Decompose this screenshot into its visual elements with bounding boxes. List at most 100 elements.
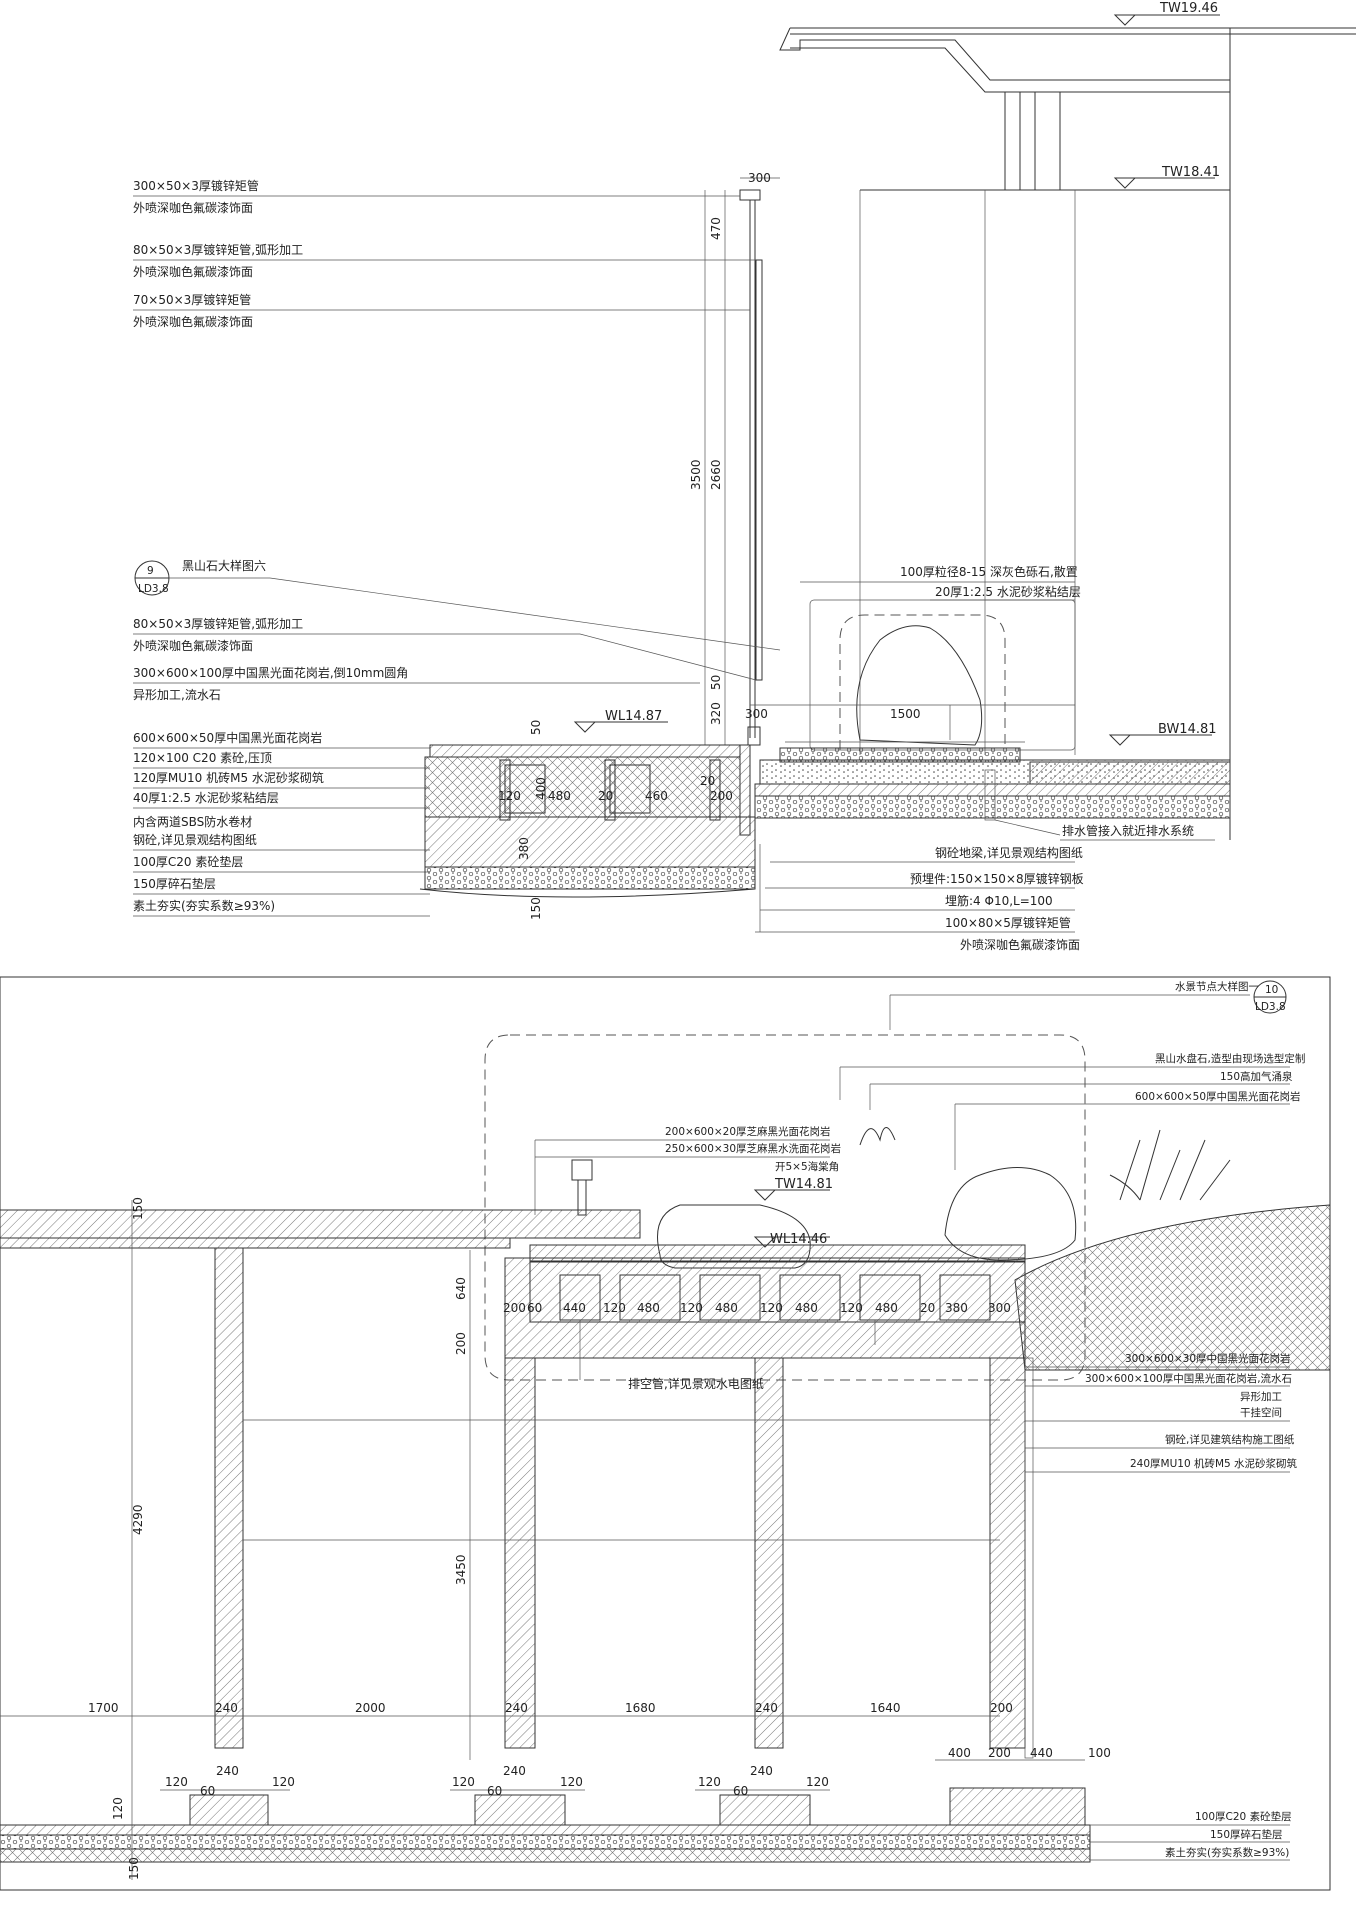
grass-icon	[1109, 1129, 1231, 1201]
dim-2660: 2660	[709, 459, 723, 490]
dim-3500: 3500	[689, 459, 703, 490]
notes-base: 100厚C20 素砼垫层 150厚碎石垫层 素土夯实(夯实系数≥93%)	[1090, 1810, 1292, 1861]
svg-text:内含两道SBS防水卷材: 内含两道SBS防水卷材	[133, 814, 252, 829]
svg-text:100厚粒径8-15 深灰色砾石,散置: 100厚粒径8-15 深灰色砾石,散置	[900, 564, 1078, 579]
detail-boundary	[484, 1034, 1086, 1381]
svg-text:240: 240	[750, 1764, 773, 1778]
svg-text:WL14.46: WL14.46	[770, 1232, 827, 1247]
svg-text:200: 200	[503, 1301, 526, 1315]
svg-text:150高加气涌泉: 150高加气涌泉	[1220, 1070, 1293, 1083]
svg-text:240: 240	[215, 1701, 238, 1715]
detail-frame	[0, 976, 1331, 1891]
svg-text:钢砼地梁,详见景观结构图纸: 钢砼地梁,详见景观结构图纸	[935, 845, 1083, 860]
svg-text:BW14.81: BW14.81	[1158, 722, 1217, 737]
dim-120: 120	[498, 789, 521, 803]
svg-text:240: 240	[216, 1764, 239, 1778]
level-wl1446: WL14.46	[753, 1232, 830, 1248]
svg-text:1640: 1640	[870, 1701, 901, 1715]
svg-text:LD3.8: LD3.8	[138, 583, 169, 595]
svg-text:480: 480	[715, 1301, 738, 1315]
svg-text:440: 440	[563, 1301, 586, 1315]
svg-text:异形加工: 异形加工	[1240, 1391, 1282, 1403]
svg-text:440: 440	[1030, 1746, 1053, 1760]
slab-structure	[0, 1209, 1026, 1380]
svg-text:300×600×30厚中国黑光面花岗岩: 300×600×30厚中国黑光面花岗岩	[1125, 1352, 1291, 1365]
svg-text:80×50×3厚镀锌矩管,弧形加工: 80×50×3厚镀锌矩管,弧形加工	[133, 616, 303, 631]
foundation	[0, 1787, 1091, 1863]
svg-text:100: 100	[1088, 1746, 1111, 1760]
svg-text:外喷深咖色氟碳漆饰面: 外喷深咖色氟碳漆饰面	[133, 200, 253, 215]
bubbler	[571, 1159, 593, 1181]
svg-text:70×50×3厚镀锌矩管: 70×50×3厚镀锌矩管	[133, 292, 251, 307]
svg-text:120: 120	[698, 1775, 721, 1789]
dim-50: 50	[709, 675, 723, 690]
dim-20: 20	[700, 774, 715, 788]
level-tw1946: TW19.46	[1113, 1, 1220, 26]
svg-text:600×600×50厚中国黑光面花岗岩: 600×600×50厚中国黑光面花岗岩	[1135, 1090, 1301, 1103]
plant-icon	[859, 1127, 896, 1146]
notes-top-right: 黑山水盘石,造型由现场选型定制 150高加气涌泉 600×600×50厚中国黑光…	[839, 1052, 1305, 1170]
svg-text:120: 120	[272, 1775, 295, 1789]
svg-text:200×600×20厚芝麻黑光面花岗岩: 200×600×20厚芝麻黑光面花岗岩	[665, 1125, 831, 1138]
dim-300: 300	[748, 171, 771, 185]
svg-text:外喷深咖色氟碳漆饰面: 外喷深咖色氟碳漆饰面	[133, 314, 253, 329]
dim-300: 300	[745, 707, 768, 721]
svg-text:300×50×3厚镀锌矩管: 300×50×3厚镀锌矩管	[133, 178, 259, 193]
svg-text:240: 240	[503, 1764, 526, 1778]
svg-text:外喷深咖色氟碳漆饰面: 外喷深咖色氟碳漆饰面	[133, 264, 253, 279]
svg-text:黑山石大样图六: 黑山石大样图六	[182, 558, 266, 573]
svg-text:干挂空间: 干挂空间	[1240, 1406, 1282, 1419]
svg-text:480: 480	[795, 1301, 818, 1315]
svg-text:黑山水盘石,造型由现场选型定制: 黑山水盘石,造型由现场选型定制	[1155, 1052, 1305, 1065]
dim-380: 380	[517, 837, 531, 860]
dim-150: 150	[127, 1857, 141, 1880]
right-notes-top: 100厚粒径8-15 深灰色砾石,散置 20厚1:2.5 水泥砂浆粘结层	[800, 564, 1081, 601]
svg-text:480: 480	[875, 1301, 898, 1315]
svg-text:240: 240	[505, 1701, 528, 1715]
svg-text:20厚1:2.5 水泥砂浆粘结层: 20厚1:2.5 水泥砂浆粘结层	[935, 584, 1081, 599]
dim-400: 400	[534, 777, 548, 800]
svg-text:480: 480	[637, 1301, 660, 1315]
ground-layers-right	[754, 759, 1231, 821]
dim-460: 460	[645, 789, 668, 803]
svg-text:200: 200	[988, 1746, 1011, 1760]
svg-text:80×50×3厚镀锌矩管,弧形加工: 80×50×3厚镀锌矩管,弧形加工	[133, 242, 303, 257]
svg-text:素土夯实(夯实系数≥93%): 素土夯实(夯实系数≥93%)	[1165, 1846, 1289, 1859]
dim-320: 320	[709, 702, 723, 725]
svg-text:120: 120	[560, 1775, 583, 1789]
pipe-note: 排空管,详见景观水电图纸	[628, 1376, 764, 1391]
svg-text:150厚碎石垫层: 150厚碎石垫层	[1210, 1828, 1283, 1841]
top-tube	[739, 189, 761, 201]
walls	[214, 1247, 1034, 1759]
svg-text:240厚MU10 机砖M5 水泥砂浆砌筑: 240厚MU10 机砖M5 水泥砂浆砌筑	[1130, 1457, 1298, 1470]
svg-text:钢砼,详见建筑结构施工图纸: 钢砼,详见建筑结构施工图纸	[1165, 1433, 1295, 1446]
svg-text:300: 300	[988, 1301, 1011, 1315]
dim-640: 640	[454, 1277, 468, 1300]
svg-text:200: 200	[990, 1701, 1013, 1715]
svg-text:400: 400	[948, 1746, 971, 1760]
level-tw1841: TW18.41	[1113, 165, 1220, 189]
curved-tube	[755, 259, 763, 681]
svg-text:外喷深咖色氟碳漆饰面: 外喷深咖色氟碳漆饰面	[133, 638, 253, 653]
svg-text:240: 240	[755, 1701, 778, 1715]
bottom-section: 水景节点大样图一 10 LD3.8 黑山水盘石,造型由现场选型定制 150高加气…	[0, 976, 1331, 1891]
level-wl1487: WL14.87	[573, 709, 668, 733]
svg-text:水景节点大样图一: 水景节点大样图一	[1175, 980, 1259, 993]
dim-200: 200	[710, 789, 733, 803]
dim-200: 200	[454, 1332, 468, 1355]
svg-text:300×600×100厚中国黑光面花岗岩,倒10mm圆角: 300×600×100厚中国黑光面花岗岩,倒10mm圆角	[133, 665, 408, 680]
slot-dims: 200 60 440 120 480 120 480 120 480 120 4…	[503, 1301, 1011, 1315]
pool-structure	[419, 726, 761, 898]
level-tw1481: TW14.81	[753, 1177, 833, 1201]
svg-text:素土夯实(夯实系数≥93%): 素土夯实(夯实系数≥93%)	[133, 898, 275, 913]
svg-text:100×80×5厚镀锌矩管: 100×80×5厚镀锌矩管	[945, 915, 1071, 930]
svg-text:TW14.81: TW14.81	[774, 1177, 833, 1192]
span-dims: 1700 240 2000 240 1680 240 1640 200	[0, 1701, 1013, 1717]
mid-notes: 80×50×3厚镀锌矩管,弧形加工 外喷深咖色氟碳漆饰面 300×600×100…	[133, 616, 757, 702]
svg-text:100厚C20 素砼垫层: 100厚C20 素砼垫层	[1195, 1810, 1292, 1823]
svg-text:120: 120	[165, 1775, 188, 1789]
svg-text:排水管接入就近排水系统: 排水管接入就近排水系统	[1062, 823, 1194, 838]
svg-text:300×600×100厚中国黑光面花岗岩,流水石: 300×600×100厚中国黑光面花岗岩,流水石	[1085, 1372, 1292, 1385]
fountain-and-rocks	[571, 1127, 1331, 1371]
